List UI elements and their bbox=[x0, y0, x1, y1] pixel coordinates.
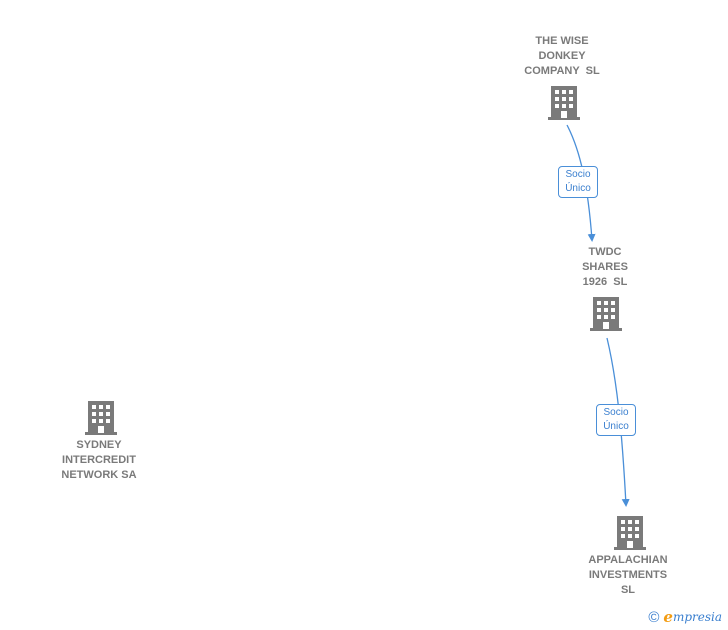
building-icon[interactable] bbox=[589, 295, 623, 331]
edge-label-line: Único bbox=[565, 183, 591, 194]
node-label-line: DONKEY bbox=[538, 50, 586, 62]
node-label-wise-donkey: THE WISE DONKEY COMPANY SL bbox=[502, 34, 622, 79]
node-label-line: SHARES bbox=[582, 261, 628, 273]
edge-label-socio-unico[interactable]: Socio Único bbox=[596, 404, 636, 436]
edge-label-line: Socio bbox=[603, 407, 629, 418]
node-label-line: COMPANY SL bbox=[524, 65, 600, 77]
node-label-line: NETWORK SA bbox=[61, 469, 137, 481]
brand-logo-text: mpresia bbox=[672, 610, 722, 624]
node-label-line: THE WISE bbox=[535, 35, 589, 47]
node-label-line: TWDC bbox=[588, 246, 622, 258]
copyright-brand[interactable]: © e mpresia bbox=[648, 608, 722, 626]
node-label-line: 1926 SL bbox=[582, 276, 628, 288]
node-label-sydney: SYDNEY INTERCREDIT NETWORK SA bbox=[39, 438, 159, 483]
node-label-line: SL bbox=[620, 584, 636, 596]
copyright-icon: © bbox=[648, 608, 660, 626]
edge-label-socio-unico[interactable]: Socio Único bbox=[558, 166, 598, 198]
node-label-line: APPALACHIAN bbox=[588, 554, 668, 566]
node-label-line: SYDNEY bbox=[76, 439, 122, 451]
building-icon[interactable] bbox=[547, 84, 581, 120]
node-label-twdc: TWDC SHARES 1926 SL bbox=[545, 245, 665, 290]
edge-label-line: Socio bbox=[565, 169, 591, 180]
brand-logo-initial: e bbox=[663, 608, 673, 626]
building-icon[interactable] bbox=[613, 514, 647, 550]
building-icon[interactable] bbox=[84, 399, 118, 435]
node-label-line: INTERCREDIT bbox=[62, 454, 136, 466]
edge-label-line: Único bbox=[603, 421, 629, 432]
node-label-appalachian: APPALACHIAN INVESTMENTS SL bbox=[568, 553, 688, 598]
node-label-line: INVESTMENTS bbox=[588, 569, 668, 581]
